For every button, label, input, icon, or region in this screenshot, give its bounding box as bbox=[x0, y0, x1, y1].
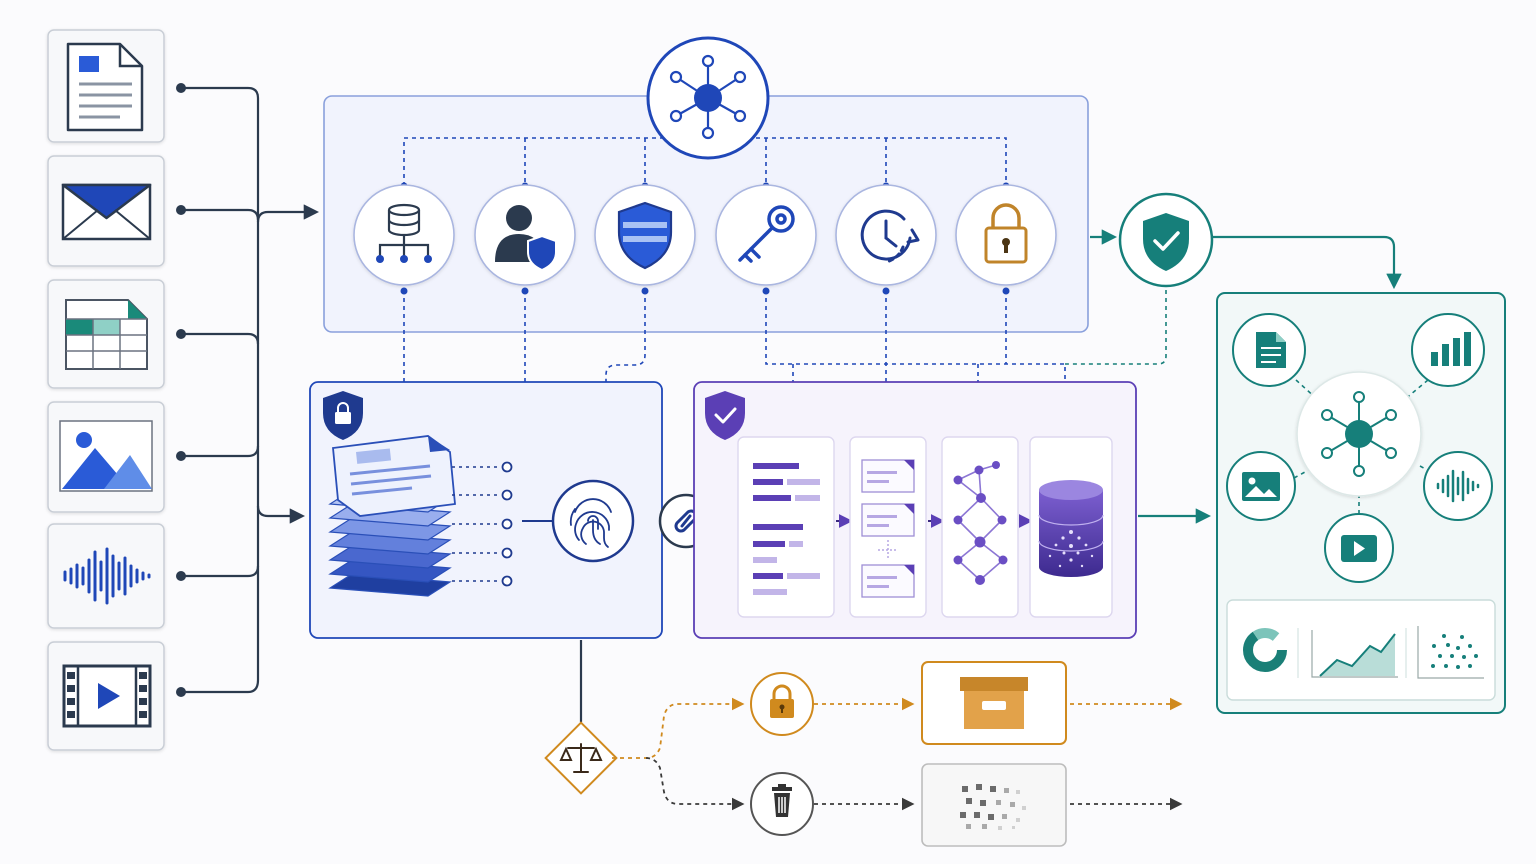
play-button-icon bbox=[1341, 535, 1377, 562]
source-card-email[interactable] bbox=[47, 155, 165, 267]
metadata-tags bbox=[452, 461, 513, 587]
control-security[interactable] bbox=[594, 184, 696, 286]
document-icon bbox=[66, 42, 144, 132]
scales-icon bbox=[559, 743, 603, 773]
source-card-document[interactable] bbox=[47, 29, 165, 143]
network-hub-icon bbox=[1321, 391, 1397, 477]
delete-trash-node[interactable] bbox=[750, 772, 814, 836]
stage-knowledge-graph[interactable] bbox=[941, 436, 1019, 618]
output-dashboard[interactable] bbox=[1226, 599, 1496, 701]
trash-icon bbox=[772, 784, 792, 817]
archive-lock-node[interactable] bbox=[750, 672, 814, 736]
network-hub-icon bbox=[669, 54, 747, 140]
padlock-icon bbox=[770, 684, 794, 718]
audio-waveform-icon bbox=[63, 547, 151, 605]
source-cards bbox=[47, 29, 165, 751]
archive-box-icon bbox=[960, 677, 1028, 729]
source-card-image[interactable] bbox=[47, 401, 165, 513]
spreadsheet-icon bbox=[65, 299, 148, 370]
stage-vector-store[interactable] bbox=[1029, 436, 1113, 618]
deleted-data-node[interactable] bbox=[921, 763, 1067, 847]
output-hub-node[interactable] bbox=[1296, 371, 1422, 497]
shield-check-icon bbox=[1143, 213, 1189, 271]
fingerprint-icon bbox=[569, 498, 612, 548]
gate-connectors bbox=[1090, 229, 1402, 290]
lifecycle-flow bbox=[544, 640, 1183, 847]
governance-hub-node[interactable] bbox=[646, 36, 770, 160]
shield-icon bbox=[617, 201, 673, 270]
control-retention-time[interactable] bbox=[835, 184, 937, 286]
text-lines-icon bbox=[753, 463, 820, 595]
source-card-video[interactable] bbox=[47, 641, 165, 751]
padlock-icon bbox=[984, 203, 1028, 264]
ingestion-panel bbox=[309, 381, 663, 639]
output-document-node[interactable] bbox=[1232, 313, 1306, 387]
control-user-protection[interactable] bbox=[474, 184, 576, 286]
audio-waveform-icon bbox=[1436, 469, 1480, 503]
dissolving-data-icon bbox=[960, 784, 1026, 830]
control-encryption-lock[interactable] bbox=[955, 184, 1057, 286]
dot-matrix-icon bbox=[1417, 626, 1484, 679]
shield-check-icon bbox=[705, 391, 745, 440]
fingerprint-node[interactable] bbox=[551, 479, 635, 563]
source-card-audio[interactable] bbox=[47, 523, 165, 629]
envelope-icon bbox=[61, 183, 152, 241]
verified-gate-node[interactable] bbox=[1118, 192, 1214, 288]
archive-storage-node[interactable] bbox=[921, 661, 1067, 745]
user-shield-icon bbox=[495, 205, 557, 272]
database-hierarchy-icon bbox=[376, 203, 432, 263]
image-icon bbox=[59, 420, 153, 492]
clock-icon bbox=[860, 209, 920, 264]
stage-chunking[interactable] bbox=[849, 436, 927, 618]
knowledge-graph-icon bbox=[953, 461, 1008, 585]
governance-controls bbox=[353, 184, 1057, 286]
processing-panel bbox=[693, 381, 1137, 639]
control-data-hierarchy[interactable] bbox=[353, 184, 455, 286]
donut-chart-icon bbox=[1243, 628, 1287, 672]
shield-lock-icon bbox=[323, 391, 363, 440]
output-analytics-node[interactable] bbox=[1411, 313, 1485, 387]
video-film-icon bbox=[62, 664, 152, 728]
document-stack bbox=[328, 435, 456, 597]
stage-text-extraction[interactable] bbox=[737, 436, 835, 618]
database-icon bbox=[1038, 480, 1104, 577]
source-card-spreadsheet[interactable] bbox=[47, 279, 165, 389]
chunk-cards-icon bbox=[861, 459, 915, 598]
output-audio-node[interactable] bbox=[1423, 451, 1493, 521]
bar-chart-icon bbox=[1431, 332, 1471, 366]
document-icon bbox=[1256, 332, 1286, 368]
outputs-panel bbox=[1216, 292, 1506, 714]
key-icon bbox=[738, 205, 795, 263]
area-chart-icon bbox=[1311, 630, 1398, 678]
source-connectors bbox=[176, 83, 320, 697]
output-video-node[interactable] bbox=[1324, 513, 1394, 583]
policy-decision-node[interactable] bbox=[544, 721, 618, 795]
image-icon bbox=[1242, 472, 1280, 501]
output-image-node[interactable] bbox=[1226, 451, 1296, 521]
control-access-key[interactable] bbox=[715, 184, 817, 286]
